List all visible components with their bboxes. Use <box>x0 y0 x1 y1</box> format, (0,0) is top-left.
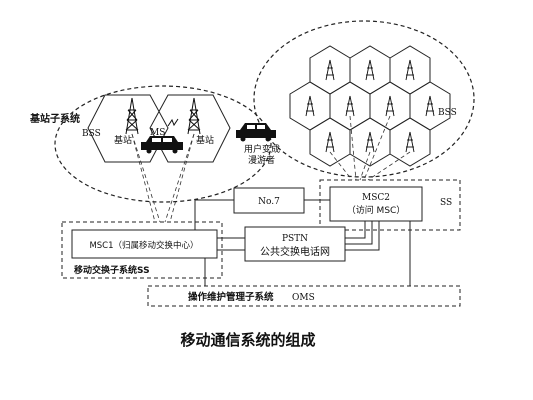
tower-icon <box>305 95 315 117</box>
pstn-label-line1: PSTN <box>282 234 308 244</box>
tower-icon <box>405 131 415 153</box>
no7-box <box>233 187 305 214</box>
roaming-user-label-line1: 用户变成 <box>244 143 280 155</box>
msc1-label: MSC1（归属移动交换中心） <box>89 240 198 251</box>
tower-icon <box>425 95 435 117</box>
msc2-label-line2: （访问 MSC） <box>347 204 406 216</box>
tower-icon <box>325 131 335 153</box>
car-icon <box>141 136 183 154</box>
ss-label: SS <box>440 198 452 208</box>
tower-icon <box>125 97 139 135</box>
msc1-box <box>71 229 218 259</box>
oms-label: OMS <box>292 293 315 303</box>
tower-icon <box>365 131 375 153</box>
pstn-box <box>244 226 346 262</box>
tower-links <box>131 115 411 223</box>
left-cell-2 <box>149 94 231 163</box>
msc2-box <box>329 186 423 222</box>
tower-icon <box>345 95 355 117</box>
left-cell-1 <box>87 94 169 163</box>
tower-icon <box>187 97 201 135</box>
tower-icon <box>365 59 375 81</box>
right-cell-grid <box>289 45 451 167</box>
msc2-label-line1: MSC2 <box>362 193 390 203</box>
bss-right-label: BSS <box>438 108 457 118</box>
tower-icon <box>385 95 395 117</box>
bss-left-title: 基站子系统 <box>29 112 80 125</box>
oms-boundary <box>147 285 461 307</box>
tower-icon <box>405 59 415 81</box>
roaming-car-icon <box>236 123 276 142</box>
diagram-caption: 移动通信系统的组成 <box>180 331 315 349</box>
oms-cn-label: 操作维护管理子系统 <box>188 291 274 303</box>
right-bss-ellipse <box>253 20 475 178</box>
ms-label: MS <box>150 128 165 138</box>
base-station-label-1: 基站 <box>114 134 132 146</box>
bss-left-label: BSS <box>82 129 101 139</box>
ss-boundary <box>319 179 461 231</box>
no7-label: No.7 <box>258 197 280 207</box>
connection-lines <box>194 199 411 286</box>
pstn-label-line2: 公共交换电话网 <box>260 245 330 258</box>
right-bss-group: BSS <box>253 20 475 178</box>
left-bss-ellipse <box>54 85 272 203</box>
roaming-user-label-line2: 漫游者 <box>248 154 275 166</box>
left-bss-group: 基站子系统 BSS 基站 基站 MS <box>29 85 272 203</box>
tower-icon <box>325 59 335 81</box>
base-station-label-2: 基站 <box>196 134 214 146</box>
mobile-switching-subsystem-boundary <box>61 221 223 279</box>
mobile-switching-subsystem-label: 移动交换子系统SS <box>74 264 150 276</box>
radio-signal-icon <box>167 118 179 127</box>
